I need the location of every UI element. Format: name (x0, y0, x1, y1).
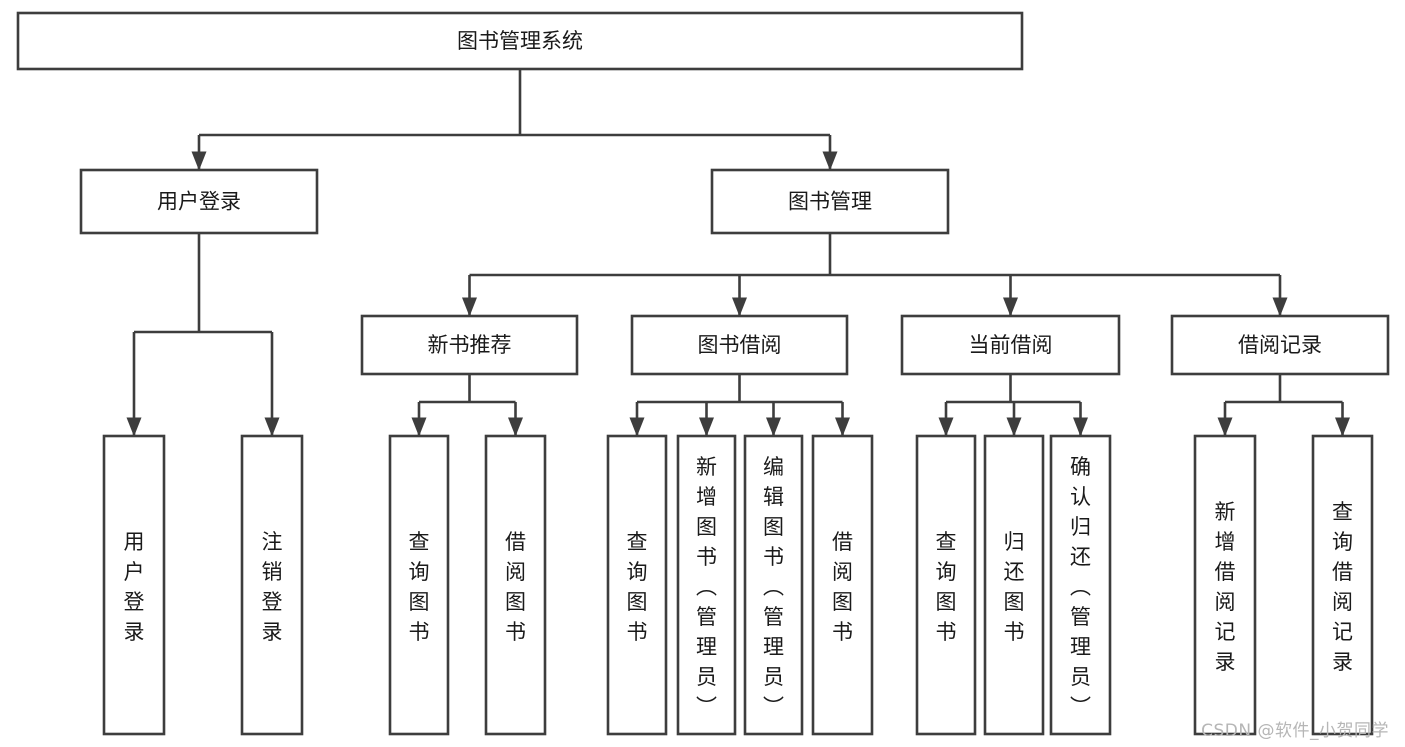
node-book-borrow[interactable]: 图书借阅 (630, 314, 849, 376)
node-label: 借阅记录 (1238, 333, 1322, 357)
node-leaf-confirm-return[interactable]: 确认归还︵管理员︶ (1049, 434, 1112, 736)
node-box[interactable] (630, 314, 849, 376)
node-box[interactable] (240, 434, 304, 736)
node-box[interactable] (1170, 314, 1390, 376)
node-label: 图书管理 (788, 190, 872, 214)
node-leaf-query-book-cur[interactable]: 查询图书 (915, 434, 977, 736)
node-box[interactable] (1193, 434, 1257, 736)
node-layer: 图书管理系统用户登录图书管理新书推荐图书借阅当前借阅借阅记录用户登录注销登录查询… (16, 11, 1390, 736)
node-label: 用户登录 (124, 530, 145, 644)
node-root[interactable]: 图书管理系统 (16, 11, 1024, 71)
node-leaf-add-book[interactable]: 新增图书︵管理员︶ (676, 434, 737, 736)
arrow-head-icon (629, 417, 645, 437)
node-box[interactable] (743, 434, 804, 736)
node-label: 借阅图书 (832, 530, 853, 644)
connector-group-new-book-rec (411, 374, 523, 437)
node-label: 当前借阅 (969, 333, 1053, 357)
arrow-head-icon (1003, 297, 1018, 317)
connector-group-current-borrow (938, 374, 1088, 437)
node-box[interactable] (388, 434, 450, 736)
node-leaf-add-record[interactable]: 新增借阅记录 (1193, 434, 1257, 736)
arrow-head-icon (508, 417, 523, 437)
node-label: 查询图书 (409, 530, 430, 644)
arrow-head-icon (1006, 417, 1022, 437)
arrow-head-icon (822, 151, 838, 171)
node-leaf-user-logout[interactable]: 注销登录 (240, 434, 304, 736)
arrow-head-icon (1272, 297, 1288, 317)
arrow-head-icon (1335, 417, 1350, 437)
arrow-head-icon (732, 297, 747, 317)
node-user-login[interactable]: 用户登录 (79, 168, 319, 235)
node-box[interactable] (484, 434, 547, 736)
node-label: 用户登录 (157, 190, 241, 214)
node-box[interactable] (16, 11, 1024, 71)
node-label: 新增借阅记录 (1215, 500, 1236, 674)
node-leaf-edit-book[interactable]: 编辑图书︵管理员︶ (743, 434, 804, 736)
node-box[interactable] (710, 168, 950, 235)
node-leaf-query-record[interactable]: 查询借阅记录 (1311, 434, 1374, 736)
node-box[interactable] (915, 434, 977, 736)
node-label: 归还图书 (1004, 530, 1025, 644)
arrow-head-icon (1217, 417, 1233, 437)
node-label: 新增图书︵管理员︶ (696, 455, 717, 719)
node-box[interactable] (900, 314, 1121, 376)
node-leaf-borrow-book-rec[interactable]: 借阅图书 (484, 434, 547, 736)
node-box[interactable] (606, 434, 668, 736)
node-leaf-return-book[interactable]: 归还图书 (983, 434, 1045, 736)
node-borrow-record[interactable]: 借阅记录 (1170, 314, 1390, 376)
node-new-book-rec[interactable]: 新书推荐 (360, 314, 579, 376)
node-label: 图书借阅 (698, 333, 782, 357)
node-label: 新书推荐 (428, 333, 512, 357)
node-box[interactable] (360, 314, 579, 376)
node-book-manage[interactable]: 图书管理 (710, 168, 950, 235)
arrow-head-icon (191, 151, 207, 171)
arrow-head-icon (1073, 417, 1088, 437)
node-label: 图书管理系统 (457, 29, 583, 53)
node-label: 注销登录 (262, 530, 283, 644)
node-label: 查询图书 (936, 530, 957, 644)
node-label: 编辑图书︵管理员︶ (763, 455, 784, 719)
arrow-head-icon (462, 297, 477, 317)
arrow-head-icon (264, 417, 280, 437)
connector-group-book-borrow (629, 374, 850, 437)
connector-group-borrow-record (1217, 374, 1350, 437)
node-label: 确认归还︵管理员︶ (1070, 455, 1091, 719)
node-leaf-query-book-rec[interactable]: 查询图书 (388, 434, 450, 736)
node-box[interactable] (1049, 434, 1112, 736)
arrow-head-icon (699, 417, 714, 437)
node-label: 借阅图书 (505, 530, 526, 644)
arrow-head-icon (411, 417, 427, 437)
node-box[interactable] (676, 434, 737, 736)
arrow-head-icon (938, 417, 954, 437)
node-box[interactable] (79, 168, 319, 235)
connector-group-user-login (126, 233, 280, 437)
connector-layer (126, 69, 1350, 437)
node-leaf-borrow-book[interactable]: 借阅图书 (811, 434, 874, 736)
node-label: 查询图书 (627, 530, 648, 644)
node-leaf-query-book-borrow[interactable]: 查询图书 (606, 434, 668, 736)
node-label: 查询借阅记录 (1332, 500, 1353, 674)
arrow-head-icon (835, 417, 850, 437)
arrow-head-icon (126, 417, 142, 437)
node-box[interactable] (983, 434, 1045, 736)
node-box[interactable] (102, 434, 166, 736)
connector-group-book-manage (462, 233, 1288, 317)
node-box[interactable] (1311, 434, 1374, 736)
node-leaf-user-login[interactable]: 用户登录 (102, 434, 166, 736)
arrow-head-icon (766, 417, 781, 437)
node-box[interactable] (811, 434, 874, 736)
connector-group-root (191, 69, 838, 171)
node-current-borrow[interactable]: 当前借阅 (900, 314, 1121, 376)
